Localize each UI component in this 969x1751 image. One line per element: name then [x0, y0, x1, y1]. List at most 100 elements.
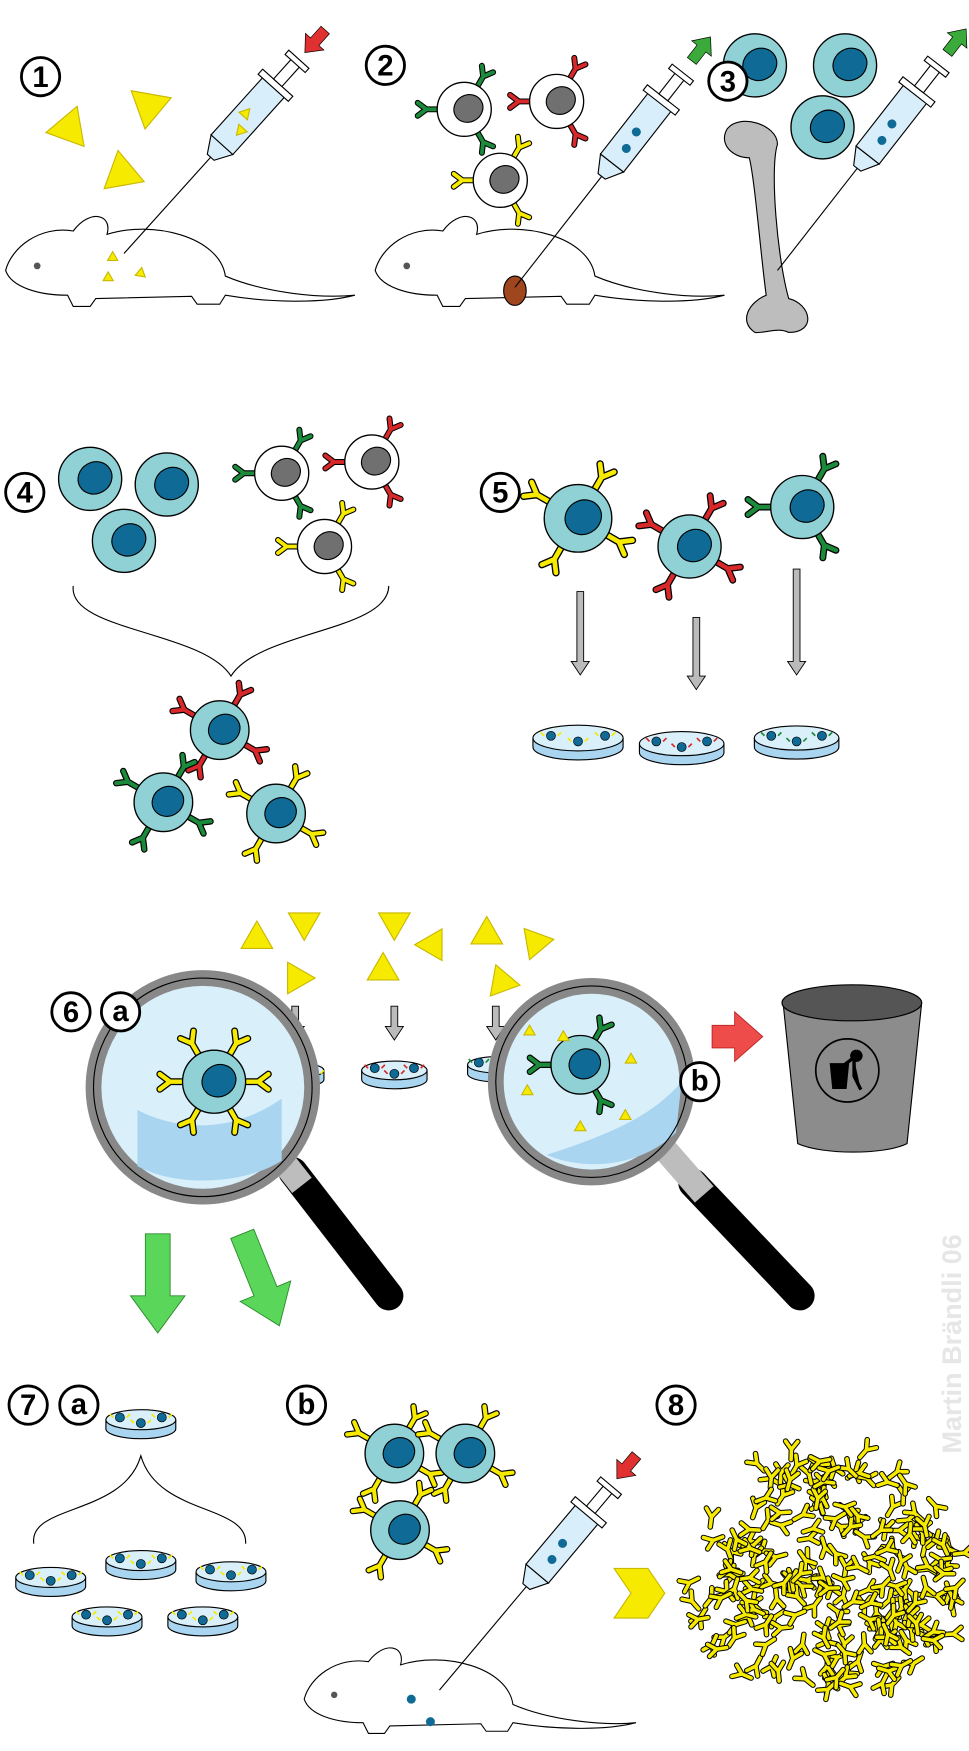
antibody-fill — [833, 1501, 857, 1517]
antibody-fill — [858, 1437, 879, 1460]
culture-dish — [71, 1606, 143, 1637]
antigen-triangle — [377, 912, 412, 942]
antibody — [782, 1438, 801, 1463]
antibody — [652, 570, 678, 601]
down-arrow-icon — [686, 617, 707, 691]
antibody-fill — [824, 1667, 845, 1690]
magnified-dish-side — [546, 1081, 682, 1165]
antibody — [875, 1470, 900, 1489]
step-7-label: 7 — [7, 1384, 49, 1426]
antibody-fill — [680, 1589, 701, 1611]
hybridoma-cell — [156, 1027, 272, 1136]
antibody — [925, 1495, 949, 1520]
antibody-fill — [175, 753, 197, 779]
dish-cell — [409, 1063, 419, 1074]
antibody — [701, 492, 727, 523]
syringe-cell — [621, 143, 631, 153]
antibody — [832, 1500, 858, 1518]
antibody — [823, 1666, 846, 1691]
antibody — [856, 1436, 880, 1461]
antibody — [718, 1558, 744, 1576]
antibody — [940, 1624, 965, 1643]
dish-cell — [817, 730, 827, 741]
antigen-triangle — [240, 919, 274, 950]
antibody-fill — [568, 122, 588, 147]
step-6a-label: a — [99, 991, 142, 1033]
hybridoma-cell — [57, 446, 123, 512]
antigen-triangle — [618, 1108, 632, 1120]
antibody-fill — [592, 461, 617, 492]
antibody — [169, 695, 198, 719]
antibody-fill — [871, 1672, 889, 1696]
antibody-fill — [734, 1604, 758, 1620]
hybridoma-cell — [113, 751, 214, 853]
antibody-fill — [769, 1520, 793, 1536]
dish-antibody — [468, 1058, 490, 1064]
antibody — [241, 741, 271, 765]
antibody-fill — [704, 1506, 721, 1529]
dish-antibody — [594, 731, 616, 737]
antibody — [943, 1577, 966, 1601]
antibody — [567, 121, 589, 148]
antibody — [800, 1517, 826, 1535]
recycle-symbol-icon — [814, 1038, 880, 1103]
antibody — [474, 62, 497, 89]
antigen-triangle — [523, 927, 555, 961]
antibody-fill — [933, 1565, 956, 1582]
discard-arrow-icon — [711, 1010, 764, 1063]
antibody-fill — [887, 1460, 909, 1480]
antibody — [474, 129, 497, 156]
hybridoma-cell — [414, 1403, 516, 1504]
b-cell — [450, 133, 533, 227]
antibody — [322, 452, 348, 472]
dish-cell — [218, 1609, 229, 1620]
antibody — [729, 1527, 749, 1552]
step-7b-label: b — [285, 1384, 328, 1426]
dish-antibody — [109, 1554, 131, 1559]
syringe-needle — [514, 176, 603, 288]
antibody — [753, 1486, 779, 1505]
antigen-triangle — [103, 149, 146, 190]
step-labels: 1 2 3 4 5 6 a b 7 a b 8 — [4, 44, 749, 1426]
antibody — [801, 1594, 824, 1619]
antibody-fill — [604, 532, 635, 557]
antibody — [841, 1589, 866, 1610]
dish-antibody — [403, 1064, 425, 1069]
antibody-fill — [288, 764, 310, 791]
antibody — [242, 1070, 272, 1093]
syringe-plunger-cap — [923, 55, 950, 79]
antibody-fill — [701, 1535, 725, 1551]
antibody-fill — [815, 454, 839, 482]
antibody-fill — [926, 1496, 948, 1519]
syringe-plunger-cap — [596, 1476, 623, 1500]
culture-dish — [105, 1550, 177, 1581]
inject-arrow-icon — [616, 1451, 642, 1480]
dish-antibody — [60, 1571, 83, 1576]
hybridoma-cell — [343, 1403, 445, 1504]
antibody — [886, 1459, 910, 1481]
antibody — [919, 1574, 937, 1600]
antibody-fill — [361, 1476, 382, 1503]
syringe-needle — [438, 1586, 527, 1691]
antibody-fill — [827, 1543, 848, 1566]
antibody-fill — [754, 1551, 773, 1574]
antigen-triangle — [134, 266, 147, 278]
culture-dish — [361, 1060, 428, 1090]
antibody-fill — [568, 56, 588, 80]
antibody — [888, 1634, 913, 1657]
antibody — [185, 813, 214, 837]
antibody — [768, 1504, 793, 1523]
antibody-fill — [299, 826, 326, 847]
antibody — [810, 1486, 829, 1512]
antibody — [128, 824, 152, 853]
antibody — [174, 751, 198, 781]
antibody — [414, 99, 441, 119]
dish-cell — [135, 1418, 146, 1428]
svg-text:4: 4 — [17, 477, 34, 510]
antibody — [185, 752, 209, 781]
dish-cell — [156, 1412, 167, 1423]
antibody-fill — [730, 1528, 748, 1551]
dish-antibody — [96, 1616, 118, 1621]
antibody — [878, 1556, 896, 1582]
dish-antibody — [192, 1616, 214, 1621]
